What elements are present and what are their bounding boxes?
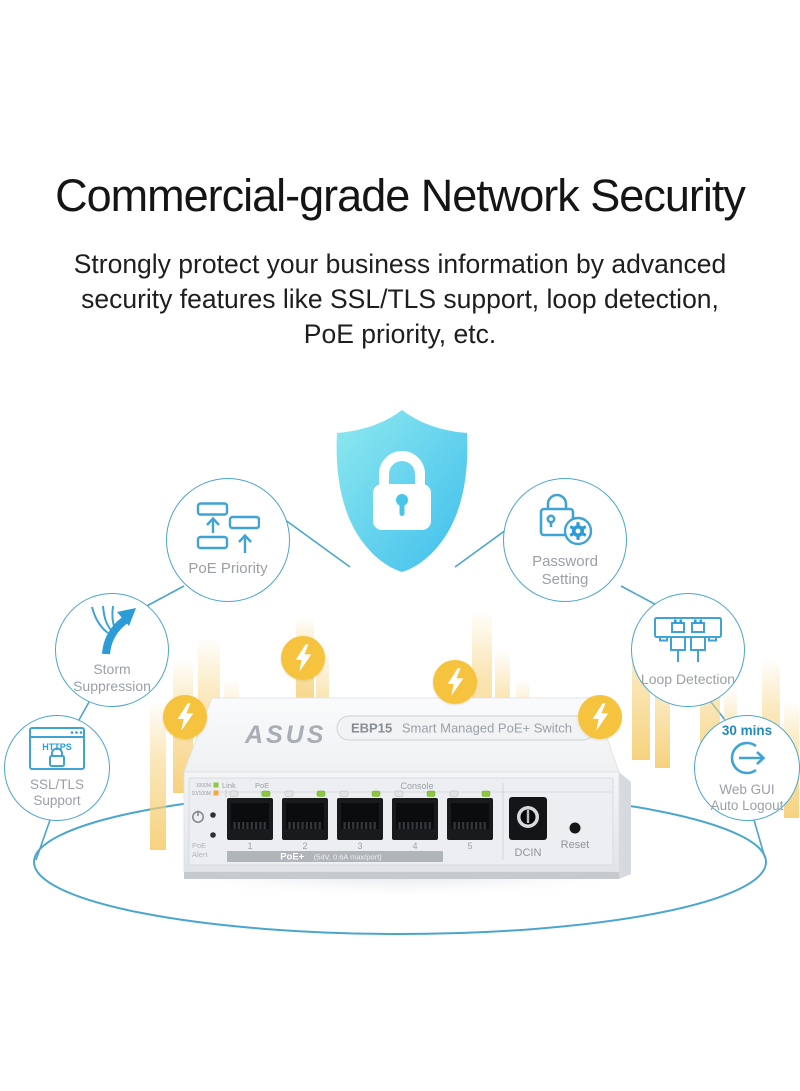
page-subtitle: Strongly protect your business informati… <box>0 247 800 352</box>
feature-label: PoE Priority <box>188 560 268 577</box>
poe-rating-text: PoE+ (54V, 0.6A max/port) <box>280 847 382 864</box>
svg-text:2: 2 <box>302 841 307 851</box>
status-led <box>210 812 216 818</box>
subtitle-line-2: security features like SSL/TLS support, … <box>81 284 719 314</box>
dc-in-jack <box>509 797 547 840</box>
switch-bottom-lip <box>184 872 619 879</box>
lightning-bolt-badge <box>578 695 622 739</box>
svg-text:PoE: PoE <box>255 781 269 790</box>
feature-web-gui-auto-logout: 30 mins Web GUI Auto Logout <box>694 715 800 821</box>
svg-text:4: 4 <box>412 841 417 851</box>
svg-text:Alert: Alert <box>192 850 208 859</box>
subtitle-line-1: Strongly protect your business informati… <box>73 249 727 279</box>
poe-priority-icon <box>196 502 260 553</box>
port-numbers: 1 2 3 4 5 <box>247 841 472 851</box>
feature-label: Password Setting <box>532 553 598 588</box>
feature-label: Storm Suppression <box>73 661 151 694</box>
bolt-icon <box>295 644 312 672</box>
rj45-port <box>447 790 493 840</box>
https-text: HTTPS <box>42 742 72 752</box>
lightning-bolt-badge <box>163 695 207 739</box>
poe-rating-bar <box>227 851 443 862</box>
svg-text:Link: Link <box>222 781 236 790</box>
power-indicator: PoE Alert <box>192 810 216 859</box>
auto-logout-duration: 30 mins <box>721 722 773 738</box>
bolt-icon <box>177 703 194 731</box>
lock-icon <box>373 451 431 530</box>
switch-side-face <box>619 772 631 879</box>
storm-suppression-icon <box>91 605 136 655</box>
bolt-icon <box>447 668 464 696</box>
feature-label: SSL/TLS Support <box>29 777 85 808</box>
subtitle-line-3: PoE priority, etc. <box>303 319 497 349</box>
lightning-bolt-badge <box>281 636 325 680</box>
svg-text:1000M: 1000M <box>196 783 211 789</box>
reset-label: Reset <box>561 839 590 851</box>
password-setting-icon <box>539 493 593 546</box>
orange-led-swatch <box>213 790 219 796</box>
svg-text:10/100M: 10/100M <box>192 791 211 797</box>
feature-storm-suppression: Storm Suppression <box>55 593 169 707</box>
poe-switch-device: ASUS EBP15 Smart Managed PoE+ Switch 100… <box>183 697 631 879</box>
status-led <box>210 832 216 838</box>
security-shield-icon <box>336 410 468 572</box>
rj45-port <box>392 790 438 840</box>
dcin-label: DCIN <box>515 847 542 859</box>
feature-label: Web GUI Auto Logout <box>710 781 784 813</box>
model-badge-text: EBP15 Smart Managed PoE+ Switch <box>351 721 572 736</box>
bolt-icon <box>592 703 609 731</box>
svg-text:3: 3 <box>357 841 362 851</box>
page-title: Commercial-grade Network Security <box>55 170 746 221</box>
loop-detection-icon <box>654 617 722 662</box>
lightning-bolt-badge <box>433 660 477 704</box>
svg-text:5: 5 <box>467 841 472 851</box>
feature-ssl-tls-support: HTTPS SSL/TLS Support <box>4 715 110 821</box>
feature-label: Loop Detection <box>640 671 736 687</box>
feature-password-setting: Password Setting <box>503 478 627 602</box>
rj45-port <box>227 790 273 840</box>
rj45-port <box>282 790 328 840</box>
feature-poe-priority: PoE Priority <box>166 478 290 602</box>
gear-icon <box>569 522 587 540</box>
svg-text:1: 1 <box>247 841 252 851</box>
green-led-swatch <box>213 782 219 788</box>
rj45-port <box>337 790 383 840</box>
svg-text:PoE: PoE <box>192 841 206 850</box>
asus-logo: ASUS <box>244 721 326 749</box>
console-label: Console <box>400 781 433 791</box>
https-browser-icon: HTTPS <box>29 727 85 770</box>
light-streak <box>150 700 166 850</box>
feature-loop-detection: Loop Detection <box>631 593 745 707</box>
led-legend: 1000M Link 10/100M PoE <box>192 781 269 797</box>
node-connectors <box>35 513 766 861</box>
ethernet-ports <box>227 790 493 840</box>
logout-timer-icon <box>730 741 766 774</box>
reset-button <box>569 822 581 834</box>
